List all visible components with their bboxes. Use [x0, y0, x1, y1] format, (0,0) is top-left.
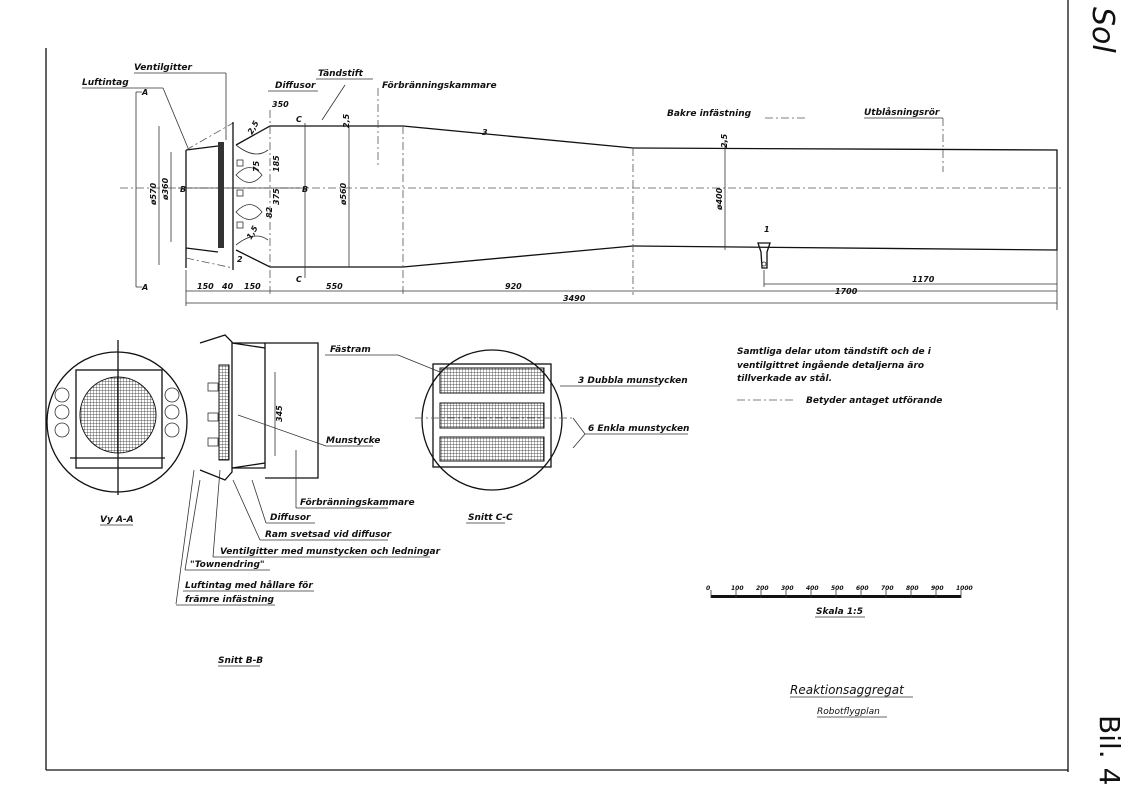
- dim-1170: 1170: [912, 275, 935, 284]
- label-utblasningsror: Utblåsningsrör: [864, 107, 940, 118]
- label-forbranningskammare: Förbränningskammare: [382, 81, 497, 91]
- section-mark-a-top: A: [141, 88, 148, 97]
- dim-d560: ø560: [339, 182, 348, 206]
- engine-side-view: [120, 110, 1062, 295]
- dim-3490: 3490: [563, 294, 586, 303]
- dim-150b: 150: [244, 282, 261, 291]
- caption-section-cc: Snitt C-C: [468, 513, 513, 523]
- dim-82: 82: [265, 206, 274, 218]
- label-dubbla: 3 Dubbla munstycken: [578, 376, 688, 386]
- dim-2: 2: [237, 255, 243, 264]
- legend-text: Betyder antaget utförande: [806, 396, 942, 406]
- scale-tick-label: 1000: [956, 585, 973, 592]
- label-munstycke: Munstycke: [326, 436, 380, 446]
- dim-550: 550: [326, 282, 343, 291]
- scale-bar: 0 100 200 300 400 500 600 700 800 900 1000: [706, 585, 973, 598]
- caption-view-aa: Vy A-A: [100, 515, 134, 525]
- section-cc-labels: Fästram 3 Dubbla munstycken 6 Enkla muns…: [325, 345, 689, 449]
- scale-tick-label: 500: [831, 585, 844, 592]
- dim-2-5b: 2,5: [342, 113, 351, 128]
- scale-tick-label: 800: [906, 585, 919, 592]
- dim-d570: ø570: [149, 182, 158, 206]
- scale-tick-label: 0: [706, 585, 710, 592]
- scale-tick-label: 300: [781, 585, 794, 592]
- dim-150a: 150: [197, 282, 214, 291]
- label-bb-diffusor: Diffusor: [270, 513, 311, 523]
- title-main: Reaktionsaggregat: [790, 683, 905, 697]
- caption-section-bb: Snitt B-B: [218, 656, 263, 666]
- diameter-dims: ø570 ø360 ø560 ø400: [149, 126, 726, 267]
- sheet-number: Bil. 4: [1093, 715, 1126, 785]
- section-mark-b-left: B: [180, 185, 186, 194]
- section-mark-c-top: C: [296, 115, 302, 124]
- label-diffusor: Diffusor: [275, 81, 316, 91]
- dim-2-5a: 2,5: [246, 119, 261, 136]
- note-line-3: tillverkade av stål.: [737, 373, 832, 384]
- scale-tick-label: 900: [931, 585, 944, 592]
- scale-tick-label: 400: [806, 585, 819, 592]
- label-bakre-infastning: Bakre infästning: [667, 109, 752, 119]
- label-luftintag: Luftintag: [82, 78, 129, 88]
- scale-tick-label: 600: [856, 585, 869, 592]
- dim-d400: ø400: [715, 187, 724, 211]
- section-marks: A A B B C C: [135, 88, 308, 292]
- view-aa: [46, 340, 188, 495]
- dim-d360: ø360: [161, 177, 170, 201]
- dim-350: 350: [272, 100, 289, 109]
- section-bb: 345: [199, 334, 319, 481]
- small-dims: 350 2,5 2,5 3 2,5 75 185 375 82 1,5 2 1: [237, 100, 770, 264]
- valve-grille: [218, 142, 224, 248]
- label-bb-forbranningskammare: Förbränningskammare: [300, 498, 415, 508]
- label-fastram: Fästram: [330, 345, 371, 355]
- sheet-border: [45, 0, 1069, 772]
- label-bb-ventilgitter: Ventilgitter med munstycken och ledninga…: [220, 547, 441, 557]
- dim-1-5: 1,5: [245, 224, 260, 241]
- section-mark-a-bottom: A: [141, 283, 148, 292]
- label-luftintag-2: främre infästning: [185, 595, 275, 605]
- dim-375: 375: [272, 188, 281, 205]
- label-townendring: "Townendring": [190, 560, 265, 570]
- dim-40: 40: [221, 282, 234, 291]
- note-line-1: Samtliga delar utom tändstift och de i: [737, 347, 932, 357]
- label-ram: Ram svetsad vid diffusor: [265, 530, 392, 540]
- scale-label: Skala 1:5: [816, 607, 863, 617]
- scale-tick-label: 200: [756, 585, 769, 592]
- dim-1700: 1700: [835, 287, 858, 296]
- engine-outline: [235, 125, 1058, 268]
- section-cc: [415, 349, 575, 491]
- label-enkla: 6 Enkla munstycken: [588, 424, 689, 434]
- length-dims: 150 40 150 550 920 1170 1700 3490: [185, 250, 1058, 310]
- label-tandstift: Tändstift: [318, 69, 364, 79]
- scale-tick-label: 700: [881, 585, 894, 592]
- section-bb-labels: Munstycke Förbränningskammare Diffusor R…: [175, 414, 441, 606]
- dim-2-5c: 2,5: [720, 133, 729, 148]
- rear-mount: [757, 242, 771, 269]
- corner-mark: Sol: [1085, 7, 1120, 53]
- label-luftintag-1: Luftintag med hållare för: [185, 580, 313, 591]
- dim-75: 75: [252, 160, 261, 172]
- section-mark-c-bottom: C: [296, 275, 302, 284]
- dim-345: 345: [275, 405, 284, 422]
- dim-920: 920: [505, 282, 522, 291]
- title-sub: Robotflygplan: [817, 707, 880, 717]
- scale-tick-label: 100: [731, 585, 744, 592]
- label-ventilgitter: Ventilgitter: [134, 63, 193, 73]
- notes: Samtliga delar utom tändstift och de i v…: [737, 347, 942, 406]
- dim-3: 3: [482, 128, 488, 137]
- dim-185: 185: [272, 155, 281, 172]
- note-line-2: ventilgittret ingående detaljerna äro: [737, 360, 924, 371]
- dim-1: 1: [764, 225, 770, 234]
